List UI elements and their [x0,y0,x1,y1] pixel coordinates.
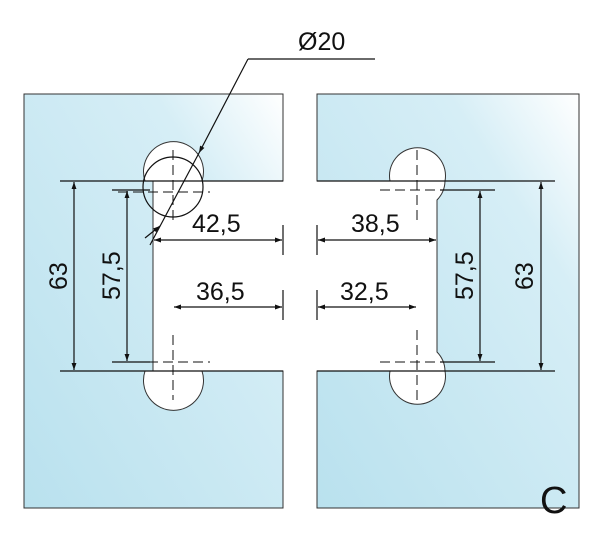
extension-lines [60,180,555,372]
right-height-inner-label: 57,5 [451,251,479,300]
right-width-top-label: 38,5 [351,210,400,238]
variant-label: C [540,480,567,522]
right-height-outer-label: 63 [511,262,539,290]
dimension-lines [71,58,544,370]
left-height-inner-label: 57,5 [98,251,126,300]
left-width-bottom-label: 36,5 [196,278,245,306]
centerlines [118,150,470,400]
diameter-label: Ø20 [298,28,345,56]
left-width-top-label: 42,5 [192,210,241,238]
right-glass-panel [316,93,580,509]
right-width-bottom-label: 32,5 [340,278,389,306]
left-height-outer-label: 63 [45,262,73,290]
